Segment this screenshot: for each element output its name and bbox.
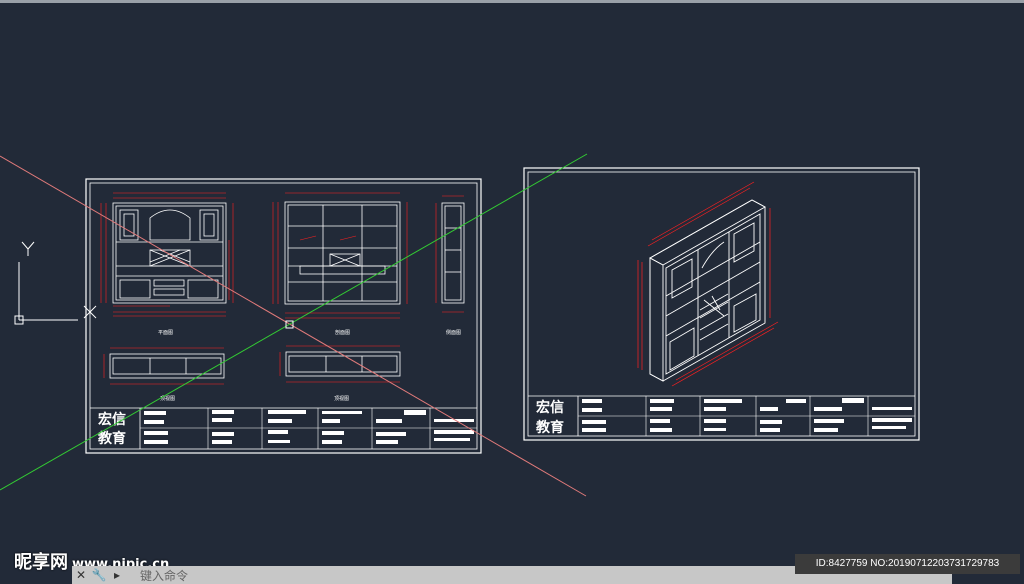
watermark-logo-text: 昵享网 [14, 552, 68, 573]
command-line[interactable]: ✕ 🔧 ▸ 键入命令 [72, 566, 952, 584]
top-view-1 [109, 353, 225, 379]
wrench-icon[interactable]: 🔧 [91, 568, 107, 582]
prompt-icon[interactable]: ▸ [113, 568, 121, 582]
isometric-cabinet [649, 199, 766, 382]
view-label-front: 平面图 [158, 330, 173, 336]
top-window-border [0, 0, 1024, 3]
right-sheet: 宏信 教育 [523, 167, 920, 441]
front-dimensions [100, 192, 234, 317]
cursor-pickbox[interactable] [285, 320, 294, 329]
isometric-dimensions [637, 181, 779, 387]
view-label-top2: 顶视图 [334, 395, 349, 402]
left-title-block: 宏信 教育 [90, 407, 477, 449]
right-title-block-line1: 宏信 [536, 399, 564, 416]
image-id-label: ID:8427759 NO:20190712203731729783 [795, 554, 1020, 574]
ucs-icon [14, 241, 97, 325]
view-label-top1: 顶视图 [160, 395, 175, 402]
command-input[interactable]: 键入命令 [140, 568, 189, 583]
view-label-side: 侧面图 [446, 329, 461, 336]
top-view-1-dims [103, 347, 224, 385]
title-block-line1: 宏信 [98, 411, 126, 428]
section-elevation [284, 201, 401, 305]
side-view [441, 202, 465, 304]
right-title-block: 宏信 教育 [528, 395, 915, 436]
right-title-block-line2: 教育 [536, 419, 564, 436]
front-elevation [112, 202, 227, 304]
view-label-section: 剖面图 [335, 329, 350, 336]
left-sheet: 宏信 教育 [85, 178, 482, 454]
top-view-2-dims [279, 345, 400, 383]
top-view-2 [285, 351, 401, 377]
section-dimensions [272, 192, 408, 319]
title-block-line2: 教育 [98, 430, 126, 447]
side-dimensions [435, 195, 464, 313]
close-icon[interactable]: ✕ [75, 568, 87, 582]
